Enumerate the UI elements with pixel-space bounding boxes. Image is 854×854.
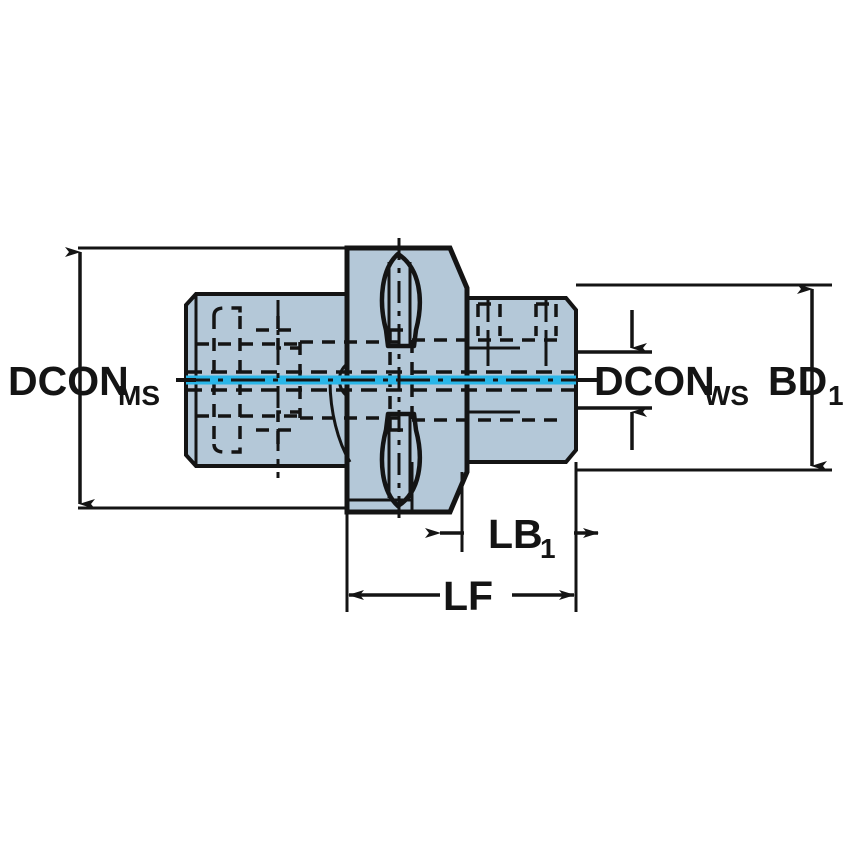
dimension-lb1: LB 1 [425, 462, 599, 564]
drive-slot-lower [379, 411, 423, 509]
lb1-label-main: LB [488, 511, 543, 557]
dimension-dcon-ws: DCON WS [576, 310, 749, 450]
dcon-ws-label-sub: WS [704, 380, 749, 411]
dimension-dcon-ms: DCON MS [8, 246, 347, 510]
centerline-group [176, 238, 600, 522]
lf-label-backdrop [440, 572, 512, 616]
drive-slot-group [379, 251, 423, 509]
dcon-ms-label-main: DCON [8, 358, 129, 404]
lf-label-main: LF [443, 573, 493, 619]
drive-slot-upper [379, 251, 423, 349]
dcon-ws-label-main: DCON [594, 358, 715, 404]
dimension-bd1: BD 1 [576, 283, 844, 472]
dcon-ms-label-sub: MS [118, 380, 160, 411]
flange-inner-cone-lower [328, 379, 352, 463]
vertical-centermarks [276, 238, 548, 522]
bd1-label-main: BD [768, 358, 827, 404]
bd1-label-sub: 1 [828, 380, 844, 411]
hidden-left-bore-cap-top [212, 306, 242, 317]
hidden-left-bore-cap-bot [212, 443, 242, 454]
dimension-lf: LF [345, 512, 578, 619]
lb1-label-sub: 1 [540, 533, 556, 564]
hidden-lines-group [196, 302, 560, 454]
